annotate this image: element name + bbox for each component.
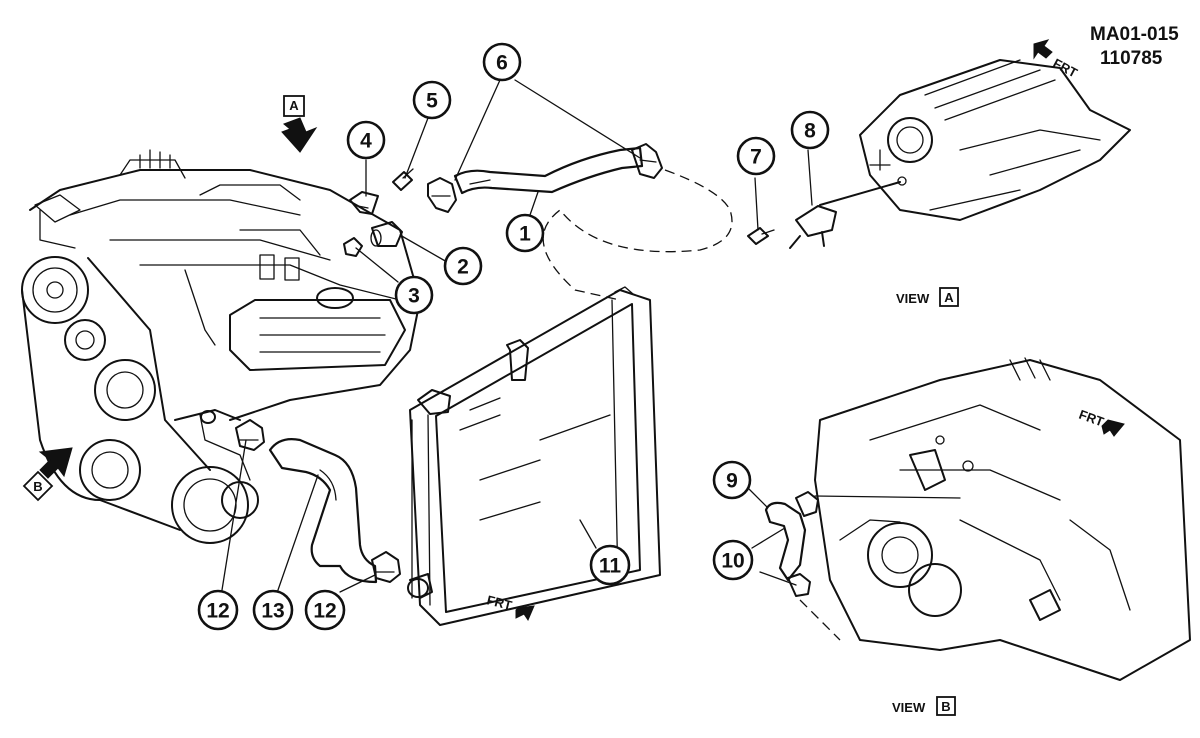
callout-12-right: 12	[304, 589, 346, 631]
callout-8: 8	[790, 110, 830, 150]
callout-9-number: 9	[726, 470, 738, 493]
radiator-hose-lower	[235, 419, 401, 584]
view-b-label: VIEW	[892, 700, 926, 715]
callout-11-number: 11	[599, 555, 622, 578]
callout-4: 4	[346, 120, 386, 160]
view-b-letter: B	[941, 699, 950, 714]
callout-10: 10	[712, 539, 754, 581]
view-b-direction-arrow: B	[22, 447, 73, 502]
callout-6: 6	[482, 42, 522, 82]
callout-5: 5	[412, 80, 452, 120]
engine-assembly	[21, 149, 421, 544]
callout-12-left-number: 12	[206, 600, 229, 623]
callout-9: 9	[712, 460, 752, 500]
radiator	[407, 286, 661, 626]
arrow-b-letter: B	[33, 479, 42, 494]
fitting-parts	[343, 168, 414, 257]
view-a-label: VIEW	[896, 291, 930, 306]
diagram-ref-code: MA01-015	[1090, 24, 1179, 45]
callout-2-number: 2	[457, 256, 469, 279]
callout-1: 1	[505, 213, 545, 253]
view-a-letter: A	[944, 290, 954, 305]
callout-7-number: 7	[750, 146, 762, 169]
view-a-detail: FRT	[747, 39, 1131, 249]
callout-10-number: 10	[721, 550, 744, 573]
view-b-detail: FRT	[764, 357, 1191, 681]
callout-12-right-number: 12	[313, 600, 336, 623]
diagram-ref-date: 110785	[1100, 48, 1163, 69]
callout-7: 7	[736, 136, 776, 176]
arrow-a-letter: A	[289, 98, 299, 113]
callout-3-number: 3	[408, 285, 420, 308]
callout-1-number: 1	[519, 223, 531, 246]
callout-13-number: 13	[261, 600, 284, 623]
callout-11: 11	[589, 544, 631, 586]
callout-6-number: 6	[496, 52, 508, 75]
callout-8-number: 8	[804, 120, 816, 143]
callout-13: 13	[252, 589, 294, 631]
callout-4-number: 4	[360, 130, 372, 153]
callout-5-number: 5	[426, 90, 438, 113]
view-a-direction-arrow: A	[281, 95, 318, 153]
callout-leader-lines	[221, 79, 813, 593]
heater-hose-upper	[427, 143, 663, 213]
callout-12-left: 12	[197, 589, 239, 631]
radiator-frt-label: FRT	[485, 592, 513, 613]
callout-3: 3	[394, 275, 434, 315]
callout-2: 2	[443, 246, 483, 286]
